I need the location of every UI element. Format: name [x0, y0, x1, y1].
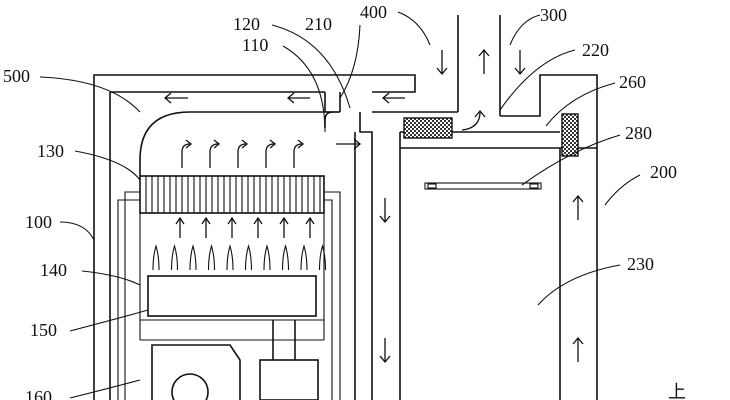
label-130: 130 [37, 141, 64, 161]
left-arrow-1 [163, 92, 188, 104]
label-210: 210 [305, 14, 332, 34]
heat-exchanger-fins [139, 175, 325, 214]
hatched-block-right [561, 113, 579, 157]
fan-assembly [151, 320, 319, 400]
label-260: 260 [619, 72, 646, 92]
down-arrow-duct-300 [514, 50, 526, 76]
up-arrow-head [279, 216, 289, 225]
flame [300, 244, 308, 271]
curl-arrow [209, 143, 219, 168]
curl-arrow-head [241, 139, 249, 149]
flame [207, 244, 216, 271]
flame [318, 244, 327, 271]
label-400: 400 [360, 2, 387, 22]
label-500: 500 [3, 66, 30, 86]
exhaust-duct [372, 15, 598, 400]
down-arrow-chamber-2 [379, 338, 391, 364]
label-160: 160 [25, 387, 52, 400]
up-arrow-side-2 [572, 336, 584, 362]
burner-box [140, 275, 324, 341]
curl-arrow-head [269, 139, 277, 149]
up-arrow-head [175, 216, 185, 225]
label-230: 230 [627, 254, 654, 274]
curl-arrow-head [185, 139, 193, 149]
airflow-curl-arrows [181, 139, 305, 168]
flame [281, 244, 290, 271]
leader-lines [39, 11, 641, 399]
flame [263, 244, 271, 271]
flue-hood [139, 92, 341, 176]
label-140: 140 [40, 260, 67, 280]
up-arrow-duct [478, 48, 490, 74]
curl-arrow [293, 143, 303, 168]
airflow-up-arrows [175, 216, 315, 238]
label-200: 200 [650, 162, 677, 182]
left-arrow-2 [286, 92, 310, 104]
flame [189, 244, 197, 271]
up-arrow-head [305, 216, 315, 225]
down-arrow-duct-400 [436, 50, 448, 76]
up-arrow-head [201, 216, 211, 225]
curl-arrow [265, 143, 275, 168]
up-arrow-head [227, 216, 237, 225]
flame [170, 244, 179, 271]
flow-arrows [163, 48, 584, 364]
curl-arrow-head [297, 139, 305, 149]
label-110: 110 [242, 35, 268, 55]
label-120: 120 [233, 14, 260, 34]
label-orientation-char: 上 [668, 382, 686, 400]
label-100: 100 [25, 212, 52, 232]
curl-arrow [181, 143, 191, 168]
up-arrow-head [253, 216, 263, 225]
label-300: 300 [540, 5, 567, 25]
right-arrow [336, 138, 362, 150]
outer-housing [93, 74, 416, 400]
curl-arrow [237, 143, 247, 168]
label-220: 220 [582, 40, 609, 60]
curl-arrow-head [213, 139, 221, 149]
left-arrow-3 [381, 92, 405, 104]
chamber-walls [117, 191, 341, 400]
curved-arrow-filter [461, 109, 486, 131]
label-280: 280 [625, 123, 652, 143]
down-arrow-chamber-1 [379, 198, 391, 224]
up-arrow-side-1 [572, 194, 584, 220]
label-150: 150 [30, 320, 57, 340]
flame [244, 244, 253, 271]
burner-flames [152, 244, 327, 271]
component-labels: 120 210 400 300 110 220 500 260 130 280 … [3, 2, 686, 400]
sensor-rod [424, 182, 542, 190]
flame [226, 244, 234, 271]
hatched-block-left [403, 117, 453, 139]
flame [152, 244, 160, 271]
